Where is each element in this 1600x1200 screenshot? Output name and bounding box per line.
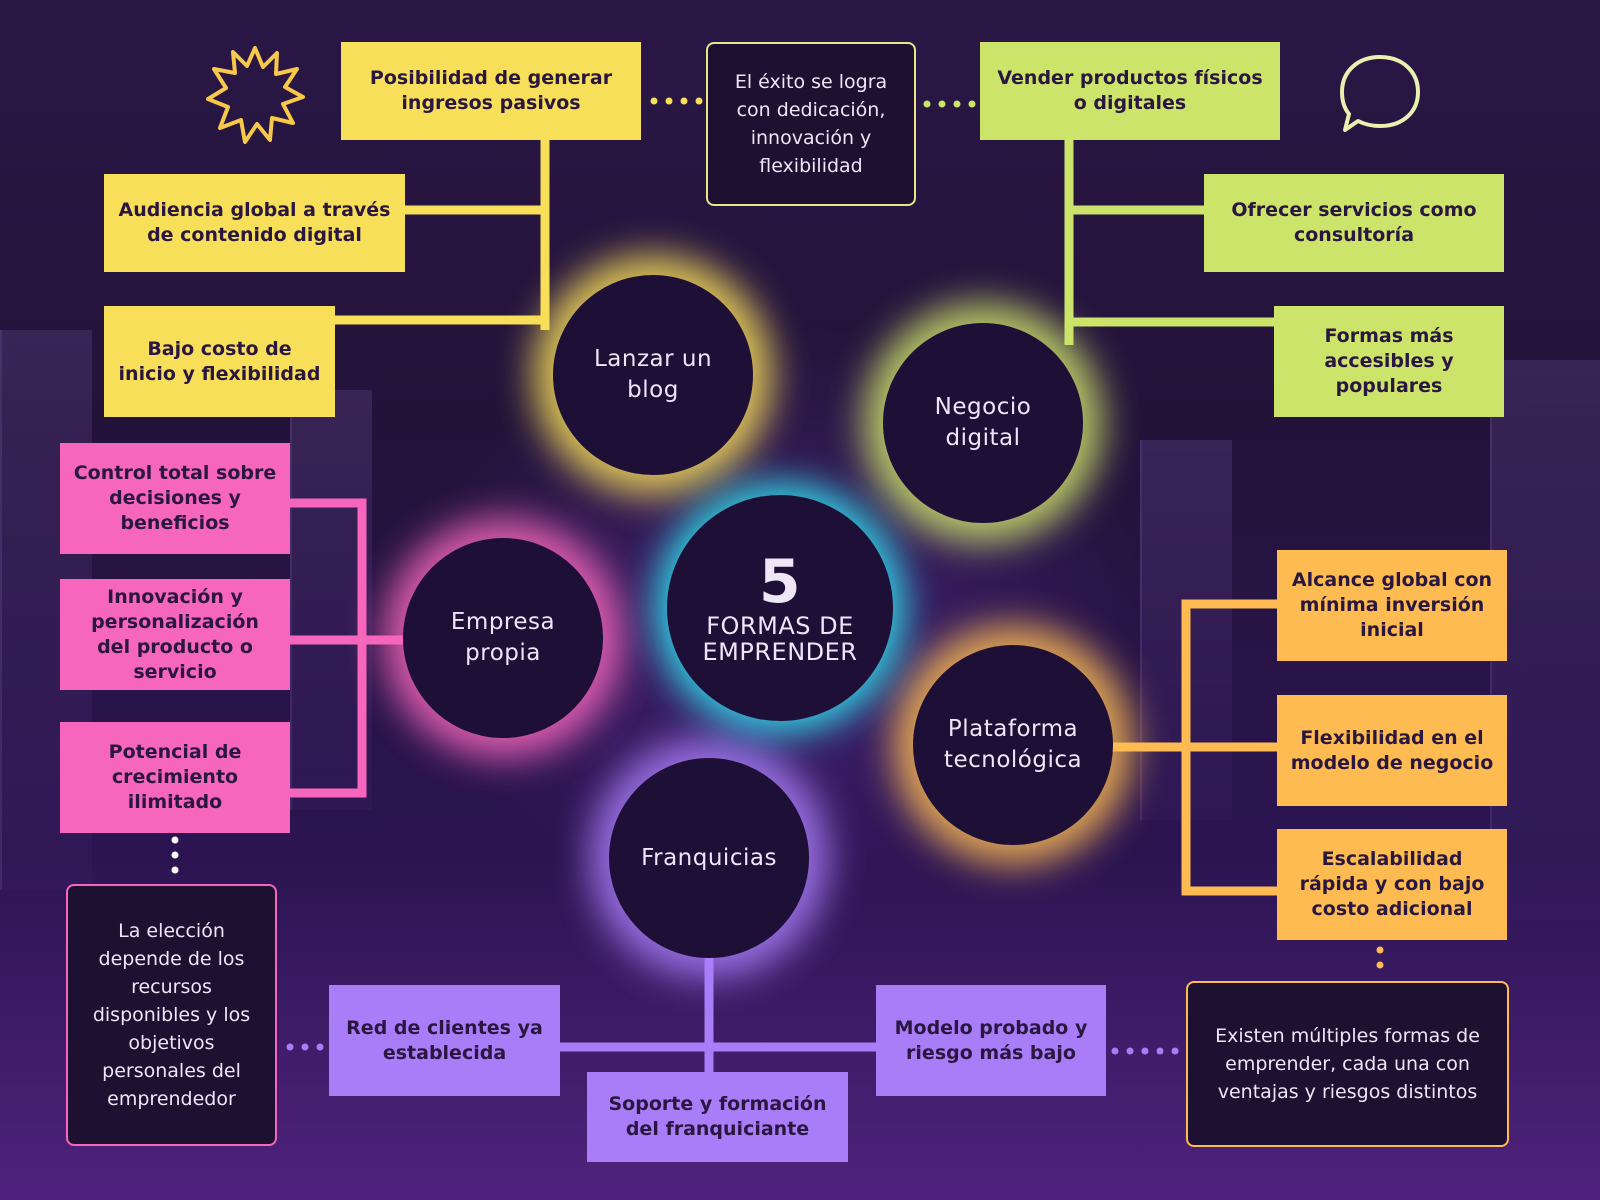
node-plataforma-tecnologica: Plataforma tecnológica bbox=[913, 645, 1113, 845]
node-label: Empresa propia bbox=[450, 609, 556, 666]
empresa-benefit-box: Innovación y personalización del product… bbox=[60, 579, 290, 690]
blog-benefit-box: Bajo costo de inicio y flexibilidad bbox=[104, 306, 335, 417]
node-label: Plataforma tecnológica bbox=[943, 716, 1083, 773]
center-number: 5 bbox=[758, 547, 802, 617]
dotted-connector-right bbox=[1376, 946, 1384, 969]
plataforma-benefit-box: Alcance global con mínima inversión inic… bbox=[1277, 550, 1507, 661]
dotted-connector-top-left bbox=[650, 97, 703, 105]
plataforma-benefit-box: Flexibilidad en el modelo de negocio bbox=[1277, 695, 1507, 806]
node-empresa-propia: Empresa propia bbox=[403, 538, 603, 738]
digital-benefit-box: Ofrecer servicios como consultoría bbox=[1204, 174, 1504, 272]
note-right: Existen múltiples formas de emprender, c… bbox=[1186, 981, 1509, 1147]
node-label: Franquicias bbox=[641, 844, 777, 871]
franquicias-benefit-box: Modelo probado y riesgo más bajo bbox=[876, 985, 1106, 1096]
node-label: Negocio digital bbox=[934, 394, 1032, 451]
note-left: La elección depende de los recursos disp… bbox=[66, 884, 277, 1146]
franquicias-benefit-box: Soporte y formación del franquiciante bbox=[587, 1072, 848, 1162]
center-node: 5 FORMAS DE EMPRENDER bbox=[667, 495, 893, 721]
empresa-benefit-box: Potencial de crecimiento ilimitado bbox=[60, 722, 290, 833]
franquicias-benefit-box: Red de clientes ya establecida bbox=[329, 985, 560, 1096]
node-lanzar-blog: Lanzar un blog bbox=[553, 275, 753, 475]
empresa-benefit-box: Control total sobre decisiones y benefic… bbox=[60, 443, 290, 554]
center-title: FORMAS DE EMPRENDER bbox=[702, 612, 858, 666]
dotted-connector-left bbox=[171, 836, 179, 874]
starburst-icon bbox=[206, 46, 305, 144]
node-franquicias: Franquicias bbox=[609, 758, 809, 958]
dotted-connector-top-right bbox=[923, 100, 976, 108]
digital-benefit-box: Vender productos físicos o digitales bbox=[980, 42, 1280, 140]
blog-benefit-box: Posibilidad de generar ingresos pasivos bbox=[341, 42, 641, 140]
speech-bubble-icon bbox=[1340, 55, 1420, 132]
blog-benefit-box: Audiencia global a través de contenido d… bbox=[104, 174, 405, 272]
dotted-connector-bottom-right bbox=[1111, 1047, 1179, 1055]
digital-benefit-box: Formas más accesibles y populares bbox=[1274, 306, 1504, 417]
dotted-connector-bottom-left bbox=[286, 1043, 324, 1051]
node-label: Lanzar un blog bbox=[593, 346, 713, 403]
plataforma-benefit-box: Escalabilidad rápida y con bajo costo ad… bbox=[1277, 829, 1507, 940]
background-rack bbox=[1490, 360, 1600, 920]
node-negocio-digital: Negocio digital bbox=[883, 323, 1083, 523]
note-top: El éxito se logra con dedicación, innova… bbox=[706, 42, 916, 206]
